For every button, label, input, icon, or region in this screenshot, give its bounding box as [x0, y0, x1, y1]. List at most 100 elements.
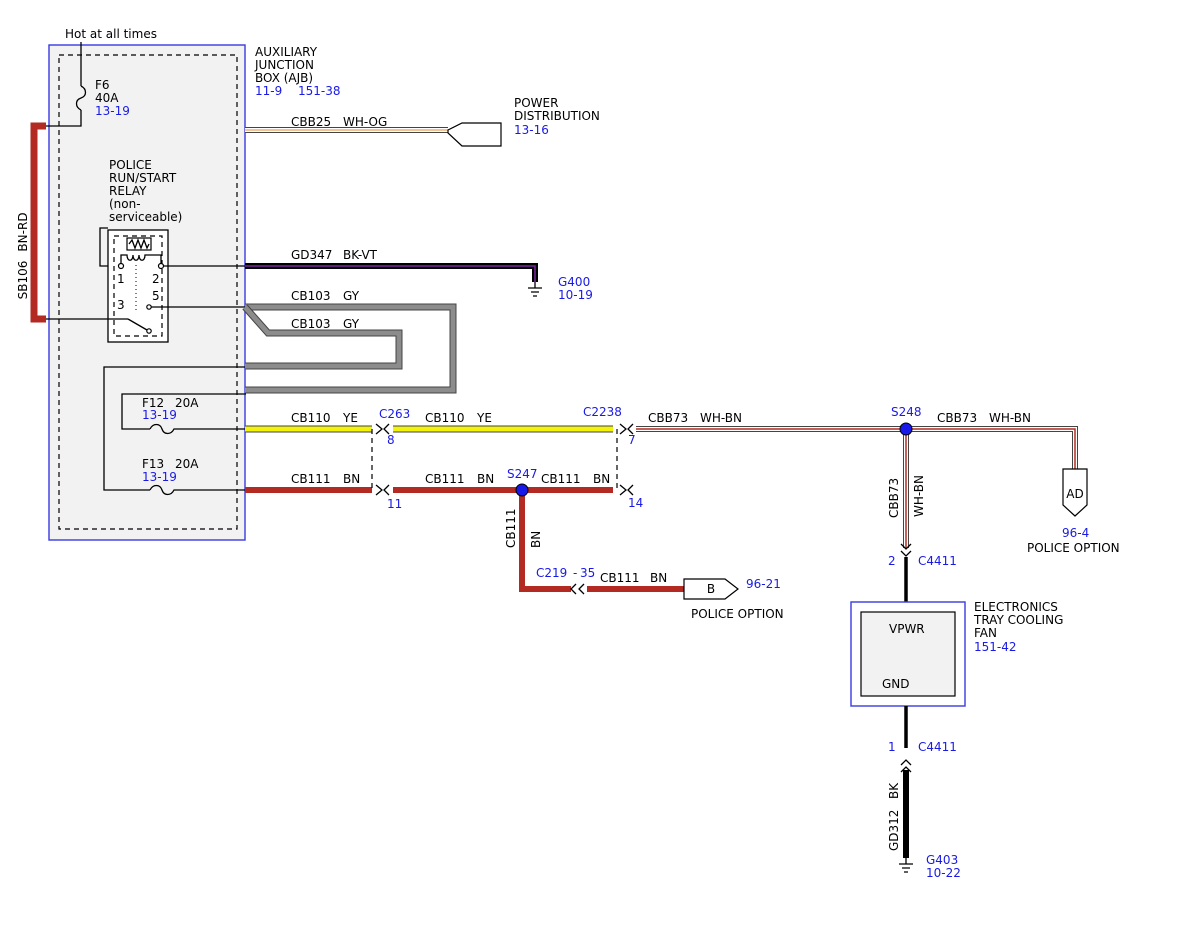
f12-fuse-symbol: [149, 423, 246, 435]
cb103-circuit-a: CB103: [291, 289, 331, 303]
f12-name: F12: [142, 396, 164, 410]
c2238-pin7: 7: [628, 433, 636, 447]
c4411-top-connector-icon: [900, 543, 912, 557]
power-distribution-connector-icon: [447, 122, 502, 147]
cb111-color-v: BN: [529, 531, 543, 548]
ajb-name-l1: AUXILIARY: [255, 45, 318, 59]
c4411-top-name: C4411: [918, 554, 957, 568]
f13-ref: 13-19: [142, 470, 177, 484]
ajb-name-l2: JUNCTION: [254, 58, 314, 72]
police-option-b-letter: B: [707, 582, 715, 596]
f13-fuse-symbol: [149, 484, 246, 496]
relay-switch-arm: [127, 318, 148, 331]
f12-feed-line: [121, 393, 246, 430]
relay-coil-resistor: [128, 238, 150, 250]
g400-name: G400: [558, 275, 590, 289]
police-option-ad-letter: AD: [1066, 487, 1083, 501]
g400-ref: 10-19: [558, 288, 593, 302]
f6-ref: 13-19: [95, 104, 130, 118]
cb110-color-a: YE: [342, 411, 358, 425]
cbb25-circuit: CBB25: [291, 115, 331, 129]
relay-label-l3: RELAY: [109, 184, 147, 198]
s248-label: S248: [891, 405, 922, 419]
cb111-circuit-b: CB111: [425, 472, 465, 486]
c2238-pin14: 14: [628, 496, 643, 510]
cb111-circuit-d: CB111: [600, 571, 640, 585]
ajb-name-l3: BOX (AJB): [255, 71, 313, 85]
c4411-top-pin: 2: [888, 554, 896, 568]
cb111-color-b: BN: [477, 472, 494, 486]
cb110-circuit-b: CB110: [425, 411, 465, 425]
s248-splice: [899, 422, 913, 436]
f13-rating: 20A: [175, 457, 199, 471]
g400-ground-icon: [528, 282, 542, 297]
c263-name: C263: [379, 407, 410, 421]
cb111-color-d: BN: [650, 571, 667, 585]
cb111-circuit-v: CB111: [504, 508, 518, 548]
c219-pin: 35: [580, 566, 595, 580]
power-distribution-label-l1: POWER: [514, 96, 558, 110]
relay-label-l4: (non-: [109, 197, 141, 211]
cb103-circuit-b: CB103: [291, 317, 331, 331]
relay-coil-winding: [120, 254, 162, 266]
sb106-wire: [30, 122, 46, 323]
gd312-color: BK: [887, 782, 901, 799]
ajb-inner-dashed: [58, 54, 238, 530]
fan-name-l2: TRAY COOLING: [973, 613, 1063, 627]
sb106-color-label: BN-RD: [16, 212, 30, 251]
police-option-b-label: POLICE OPTION: [691, 607, 784, 621]
fan-ref: 151-42: [974, 640, 1017, 654]
f6-name: F6: [95, 78, 110, 92]
cbb73-wire: [636, 426, 1078, 548]
fan-vpwr-label: VPWR: [889, 622, 925, 636]
cbb73-circuit-a: CBB73: [648, 411, 688, 425]
police-option-ad-label: POLICE OPTION: [1027, 541, 1120, 555]
relay-pin2: 2: [152, 272, 160, 286]
power-distribution-ref: 13-16: [514, 123, 549, 137]
fan-inner-box: [860, 611, 956, 697]
c2238-pin14-icon: [619, 484, 634, 496]
cb111-circuit-c: CB111: [541, 472, 581, 486]
f13-feed-line: [103, 366, 246, 491]
relay-label-l2: RUN/START: [109, 171, 177, 185]
c263-pin8-icon: [375, 423, 390, 435]
fan-name-l3: FAN: [974, 626, 997, 640]
c263-pin11: 11: [387, 497, 402, 511]
s247-splice: [515, 483, 529, 497]
gd347-wire: [245, 263, 538, 282]
cb111-color-c: BN: [593, 472, 610, 486]
s247-label: S247: [507, 467, 538, 481]
cb103-color-a: GY: [343, 289, 360, 303]
cb110-color-b: YE: [476, 411, 492, 425]
f6-fuse-symbol: [75, 85, 87, 111]
f13-name: F13: [142, 457, 164, 471]
police-option-ad-ref: 96-4: [1062, 526, 1089, 540]
g403-ground-icon: [899, 858, 913, 873]
hot-at-all-times-label: Hot at all times: [65, 27, 157, 41]
f6-output-line: [46, 110, 82, 127]
cbb73-color-v: WH-BN: [912, 475, 926, 517]
gd347-color: BK-VT: [343, 248, 378, 262]
cbb73-circuit-b: CBB73: [937, 411, 977, 425]
cb110-circuit-a: CB110: [291, 411, 331, 425]
cb111-color-a: BN: [343, 472, 360, 486]
cb111-circuit-a: CB111: [291, 472, 331, 486]
c2238-pin7-icon: [619, 423, 634, 435]
relay-inner-dashed: [113, 235, 163, 337]
c219-pin-dash: -: [573, 566, 577, 580]
f12-rating: 20A: [175, 396, 199, 410]
fan-gnd-label: GND: [882, 677, 910, 691]
c263-pin8: 8: [387, 433, 395, 447]
ajb-ref-2: 151-38: [298, 84, 341, 98]
relay-pin1-dot: [117, 262, 125, 270]
relay-pin1: 1: [117, 272, 125, 286]
relay-label-l5: serviceable): [109, 210, 182, 224]
fan-name-l1: ELECTRONICS: [974, 600, 1058, 614]
g403-ref: 10-22: [926, 866, 961, 880]
sb106-circuit-label: SB106: [16, 261, 30, 300]
cb103-color-b: GY: [343, 317, 360, 331]
relay-switch-pivot: [146, 328, 152, 334]
gd347-circuit: GD347: [291, 248, 332, 262]
relay-label-l1: POLICE: [109, 158, 152, 172]
